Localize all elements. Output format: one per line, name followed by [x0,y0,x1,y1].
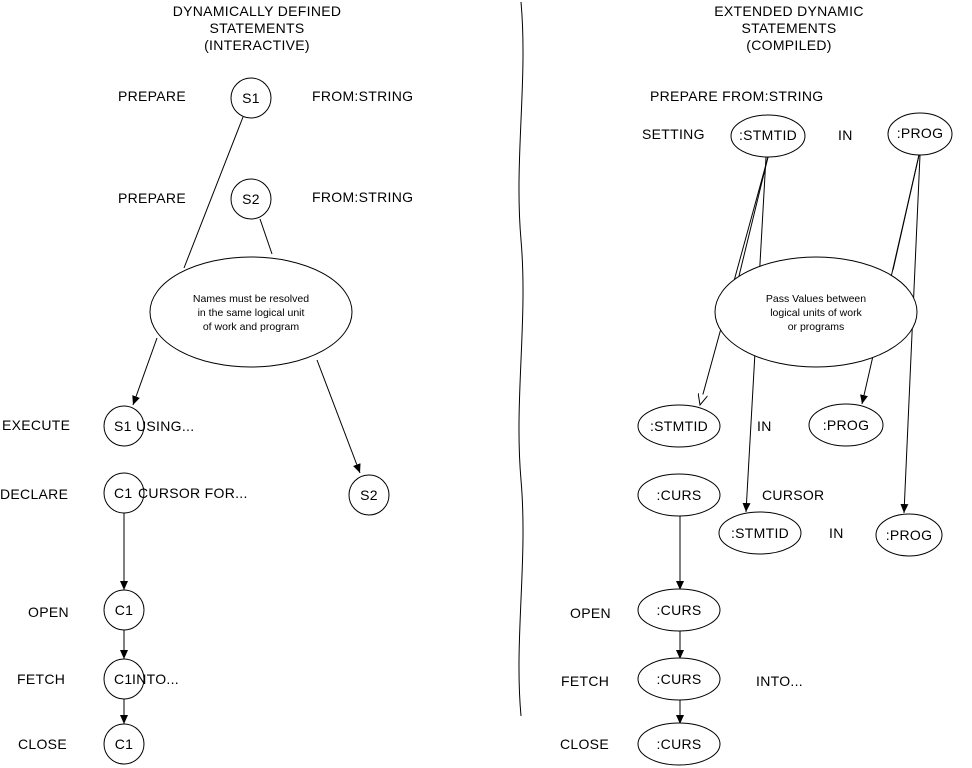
node-execute-s1 [103,405,145,447]
right-cursor-in: IN [829,525,844,541]
node-setting-stmtid-label: :STMTID [739,127,797,143]
node-open-curs [637,588,721,632]
left-fetch-keyword: FETCH [17,671,65,687]
node-s1 [230,77,272,119]
edge-note-to-s2-target [316,359,361,474]
node-s2-target-label: S2 [360,487,378,503]
right-close-keyword: CLOSE [560,736,609,752]
left-declare-keyword: DECLARE [0,486,68,502]
right-note-line3: or programs [788,321,845,333]
left-note-line1: Names must be resolved [193,293,309,305]
node-fetch-c1-label: C1 [114,671,133,687]
edge-setting-prog-to-cursor-prog [900,154,921,514]
left-note-line2: in the same logical unit [198,307,305,319]
node-cursor-stmtid [718,511,802,555]
left-prepare1-clause: FROM:STRING [312,88,413,104]
node-setting-prog-label: :PROG [897,125,944,141]
node-s2 [230,178,272,220]
node-open-c1 [103,589,145,631]
left-open-keyword: OPEN [28,604,69,620]
left-title-line3: (INTERACTIVE) [204,37,310,53]
node-close-c1 [103,723,145,765]
node-open-curs-label: :CURS [656,602,701,618]
node-close-c1-label: C1 [115,736,134,752]
node-s1-label: S1 [242,90,260,106]
right-declare-cursor-keyword: CURSOR [762,487,824,503]
node-s2-target [348,474,390,516]
left-prepare1-keyword: PREPARE [118,88,186,104]
left-title-line1: DYNAMICALLY DEFINED [173,3,342,19]
left-execute-keyword: EXECUTE [2,417,70,433]
node-s2-label: S2 [242,191,260,207]
node-close-curs-label: :CURS [656,736,701,752]
left-title-line2: STATEMENTS [209,20,304,36]
right-title-line2: STATEMENTS [741,20,836,36]
edge-note-to-execute [132,337,158,406]
node-execute-stmtid-label: :STMTID [650,418,708,434]
right-title-line3: (COMPILED) [746,37,831,53]
edge-s1-to-note [183,116,244,269]
node-execute-prog [808,403,884,447]
left-note-ellipse [149,256,353,368]
node-fetch-c1 [103,658,145,700]
right-fetch-keyword: FETCH [561,673,609,689]
node-setting-prog [887,112,953,156]
node-execute-s1-label: S1 [114,418,132,434]
node-declare-curs [637,473,721,517]
right-fetch-clause: INTO... [756,673,803,689]
node-open-c1-label: C1 [115,602,134,618]
node-execute-prog-label: :PROG [823,417,870,433]
right-open-keyword: OPEN [570,605,611,621]
node-cursor-prog-label: :PROG [886,527,933,543]
left-close-keyword: CLOSE [18,736,67,752]
left-fetch-clause: INTO... [132,671,179,687]
left-note-line3: of work and program [203,321,300,333]
right-note-line1: Pass Values between [766,293,866,305]
edge-s2-to-note [259,218,273,255]
node-declare-c1-label: C1 [114,485,133,501]
node-fetch-curs-label: :CURS [656,671,701,687]
wavy-divider [518,1,524,717]
node-setting-stmtid [730,114,806,158]
node-cursor-stmtid-label: :STMTID [731,525,789,541]
left-prepare2-clause: FROM:STRING [312,189,413,205]
left-prepare2-keyword: PREPARE [118,190,186,206]
right-note-line2: logical units of work [770,307,862,319]
left-declare-clause: CURSOR FOR... [138,485,248,501]
edge-setting-stmtid-to-note [738,156,769,277]
node-declare-curs-label: :CURS [656,487,701,503]
right-setting-in: IN [838,127,853,143]
node-close-curs [637,722,721,766]
right-setting-keyword: SETTING [642,126,705,142]
right-title-line1: EXTENDED DYNAMIC [714,3,863,19]
left-execute-clause: USING... [136,418,194,434]
right-execute-in: IN [757,418,772,434]
right-note-ellipse [714,256,918,368]
node-execute-stmtid [637,404,721,448]
node-declare-c1 [103,472,145,514]
node-cursor-prog [875,513,943,557]
node-fetch-curs [637,657,721,701]
right-prepare-label: PREPARE FROM:STRING [650,88,823,104]
